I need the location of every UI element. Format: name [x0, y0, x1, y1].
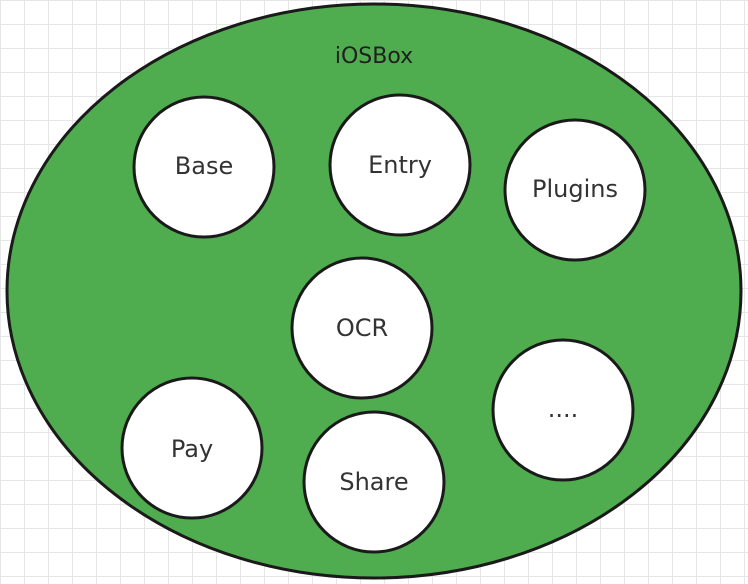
- module-share-label: Share: [339, 468, 408, 496]
- module-entry-label: Entry: [368, 151, 432, 179]
- module-share-circle: [302, 410, 446, 554]
- module-plugins: Plugins: [503, 118, 647, 262]
- module-pay-label: Pay: [171, 435, 213, 463]
- module-base: Base: [132, 95, 276, 239]
- module-base-label: Base: [175, 152, 233, 180]
- module-plugins-circle: [503, 118, 647, 262]
- module-plugins-label: Plugins: [532, 175, 618, 203]
- module-entry-circle: [328, 93, 472, 237]
- module-ocr: OCR: [290, 256, 434, 400]
- module-pay-circle: [120, 376, 264, 520]
- module-more-circle: [491, 338, 635, 482]
- module-ocr-circle: [290, 256, 434, 400]
- module-pay: Pay: [120, 376, 264, 520]
- module-share: Share: [302, 410, 446, 554]
- module-ocr-label: OCR: [336, 314, 388, 342]
- module-base-circle: [132, 95, 276, 239]
- module-more-label: ....: [548, 395, 579, 423]
- module-entry: Entry: [328, 93, 472, 237]
- iosbox-title: iOSBox: [335, 44, 413, 69]
- module-more: ....: [491, 338, 635, 482]
